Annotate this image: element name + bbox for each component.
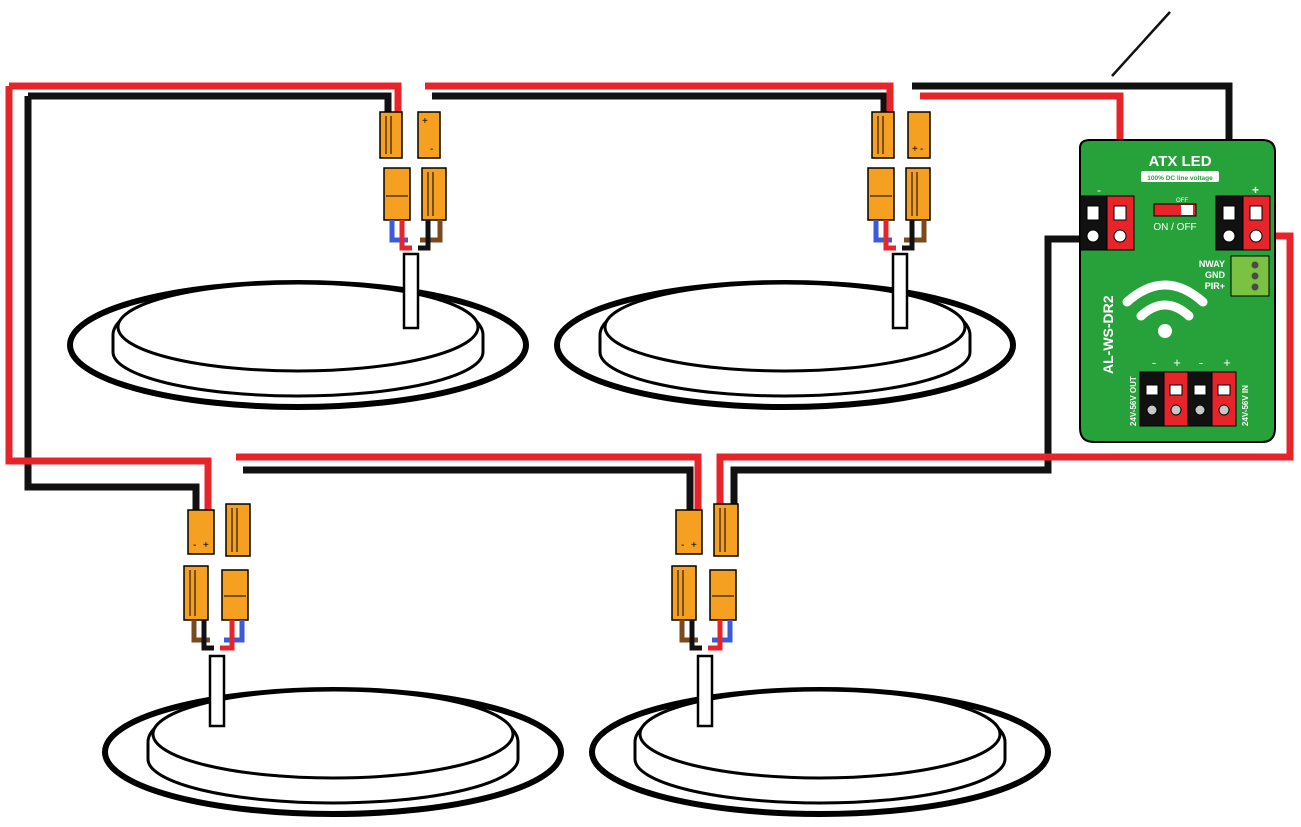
in-terminal-positive: [1211, 371, 1237, 427]
bottom-polarity-1: -: [1152, 355, 1156, 370]
controller-plus-label: +: [1252, 183, 1259, 197]
fixture-top-left: [67, 280, 529, 410]
controller-minus-label: -: [1097, 183, 1101, 197]
connector-minus-mark: -: [193, 540, 196, 551]
bottom-polarity-3: -: [1199, 355, 1203, 370]
wifi-icon: [1122, 280, 1208, 338]
controller-board: ATX LED 100% DC line voltage - + OFF ON …: [1079, 139, 1276, 443]
in-label: 24V-56V IN: [1241, 385, 1250, 426]
switch-mark: OFF: [1176, 198, 1188, 204]
connector-group-top-left: + -: [379, 111, 447, 330]
connector-minus-mark: -: [681, 540, 684, 551]
negative-bus-wire: [24, 82, 1233, 510]
connector-plus-mark: +: [422, 116, 428, 127]
fixture-top-right: [554, 280, 1016, 410]
controller-brand: ATX LED: [1148, 153, 1211, 170]
aux-label-pir: PIR+: [1205, 281, 1225, 291]
switch-label: ON / OFF: [1153, 222, 1196, 233]
aux-terminal-block: [1230, 255, 1270, 297]
connector-minus-mark: -: [430, 144, 433, 155]
connector-minus-mark: -: [920, 144, 923, 155]
aux-label-gnd: GND: [1205, 270, 1226, 280]
connector-plus-mark: +: [912, 144, 918, 155]
out-terminal-negative: [1139, 371, 1165, 427]
bottom-polarity-2: +: [1173, 355, 1181, 370]
bottom-polarity-4: +: [1223, 355, 1231, 370]
out-label: 24V-56V OUT: [1129, 376, 1138, 426]
antenna-line: [1111, 11, 1171, 77]
positive-bus-wire: [5, 82, 1294, 510]
connector-plus-mark: +: [691, 540, 697, 551]
out-terminal-positive: [1163, 371, 1189, 427]
controller-model: AL-WS-DR2: [1100, 295, 1116, 374]
connector-group-bottom-left: - +: [183, 503, 251, 728]
connector-group-top-right: + -: [867, 111, 931, 330]
fixture-bottom-left: [102, 687, 564, 817]
in-terminal-negative: [1187, 371, 1213, 427]
fixture-bottom-right: [589, 687, 1051, 817]
controller-tagline: 100% DC line voltage: [1147, 175, 1213, 182]
connector-group-bottom-right: - +: [671, 503, 739, 728]
aux-label-nway: NWAY: [1199, 259, 1225, 269]
connector-plus-mark: +: [203, 540, 209, 551]
